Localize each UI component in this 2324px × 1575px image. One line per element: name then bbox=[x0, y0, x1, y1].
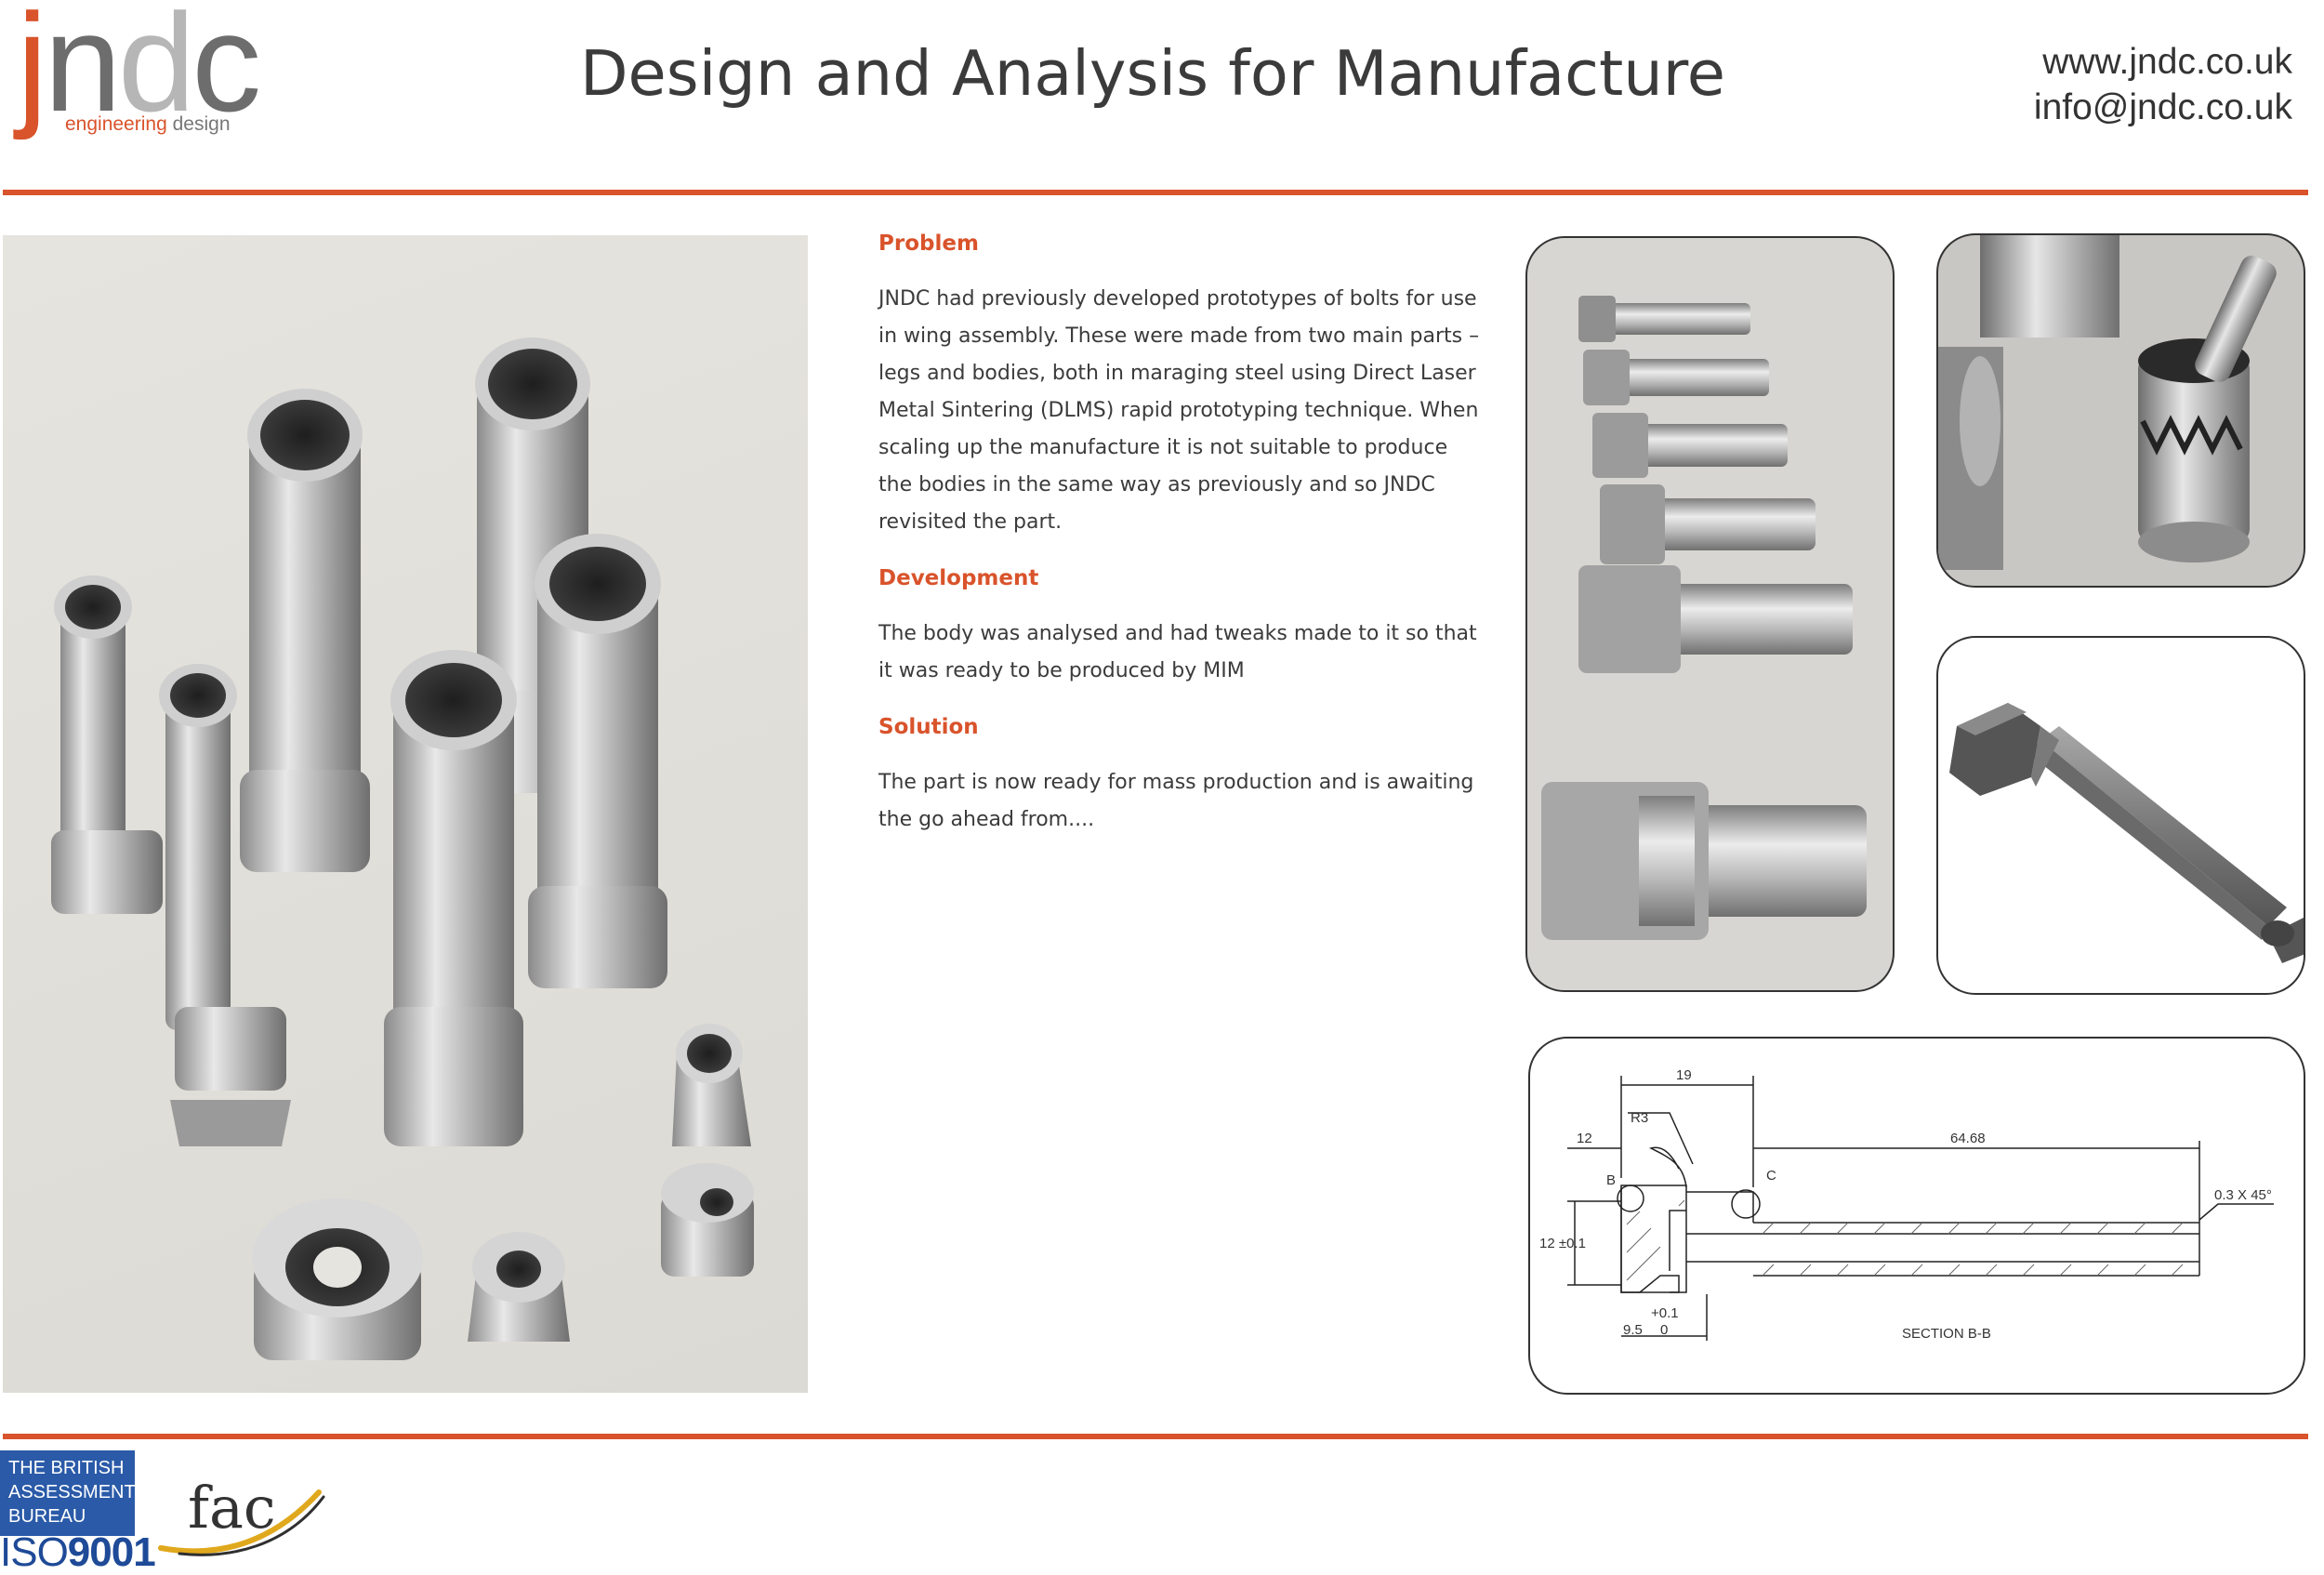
development-body: The body was analysed and had tweaks mad… bbox=[878, 622, 1477, 682]
website-link[interactable]: www.jndc.co.uk bbox=[2042, 42, 2292, 82]
label-section-c: C bbox=[1766, 1168, 1776, 1184]
dim-label-19: 19 bbox=[1676, 1067, 1692, 1083]
bolt-body-4 bbox=[384, 650, 523, 1146]
problem-heading: Problem bbox=[878, 232, 979, 256]
email-link[interactable]: info@jndc.co.uk bbox=[2033, 87, 2292, 127]
bolt-leg-2 bbox=[159, 664, 291, 1146]
header-divider bbox=[3, 190, 2308, 195]
logo-tag-design: design bbox=[172, 113, 231, 135]
dim-label-tol-zero: 0 bbox=[1660, 1322, 1668, 1338]
dim-label-12-tol: 12 ±0.1 bbox=[1539, 1236, 1586, 1251]
jndc-logo: jndc engineering design bbox=[17, 0, 314, 143]
dim-label-r3: R3 bbox=[1631, 1110, 1648, 1126]
drawing-head bbox=[1620, 1185, 1687, 1293]
dim-label-95: 9.5 bbox=[1623, 1322, 1643, 1338]
small-part-1 bbox=[672, 1024, 751, 1146]
main-photo-bolt-bodies bbox=[3, 235, 808, 1393]
chamfer-leader bbox=[2199, 1203, 2274, 1221]
section-label: SECTION B-B bbox=[1902, 1326, 1991, 1342]
cad-render-bolt-body bbox=[1936, 636, 2305, 995]
logo-letter-d: d bbox=[117, 0, 195, 140]
bolt-body-1 bbox=[240, 389, 370, 872]
section-drawing: 19 R3 12 64.68 B C 0.3 X 45° 12 ±0.1 +0.… bbox=[1539, 1067, 2274, 1342]
body-size-6 bbox=[1541, 782, 1867, 940]
contact-block: www.jndc.co.uk info@jndc.co.uk bbox=[2034, 39, 2292, 130]
cad-render-illustration bbox=[1949, 703, 2304, 963]
dim-label-chamfer: 0.3 X 45° bbox=[2214, 1187, 2272, 1203]
problem-body: JNDC had previously developed prototypes… bbox=[878, 287, 1480, 534]
bolt-body-sizes-illustration bbox=[1541, 296, 1867, 940]
body-size-5 bbox=[1578, 565, 1853, 673]
footer-divider bbox=[3, 1434, 2308, 1439]
logo-tagline: engineering design bbox=[65, 113, 231, 136]
detail-circle-c bbox=[1731, 1189, 1761, 1219]
logo-letter-n: n bbox=[44, 0, 121, 140]
body-size-4 bbox=[1600, 484, 1816, 564]
fac-logo: fac bbox=[156, 1474, 333, 1557]
body-size-2 bbox=[1583, 350, 1769, 405]
dim-label-12: 12 bbox=[1577, 1131, 1592, 1146]
label-section-b: B bbox=[1606, 1172, 1616, 1188]
detail-circle-b bbox=[1617, 1185, 1644, 1212]
iso-badge-box: THE BRITISH ASSESSMENT BUREAU bbox=[0, 1450, 136, 1536]
bolt-bodies-photo-illustration bbox=[51, 338, 754, 1360]
fac-swoosh-icon bbox=[158, 1489, 325, 1556]
body-closeup-illustration bbox=[1938, 235, 2277, 570]
solution-body: The part is now ready for mass productio… bbox=[878, 771, 1474, 831]
iso-9001-badge: THE BRITISH ASSESSMENT BUREAU ISO9001 bbox=[0, 1450, 156, 1573]
iso-prefix: ISO bbox=[0, 1529, 69, 1575]
fac-logo-text: fac bbox=[188, 1474, 276, 1542]
body-size-3 bbox=[1592, 413, 1788, 478]
logo-letter-c: c bbox=[191, 0, 261, 140]
iso-number-value: 9001 bbox=[67, 1529, 156, 1575]
dim-label-6468: 64.68 bbox=[1950, 1131, 1986, 1146]
iso-number: ISO9001 bbox=[0, 1529, 156, 1575]
dim-label-tol-plus: +0.1 bbox=[1651, 1305, 1679, 1321]
text-column: Problem JNDC had previously developed pr… bbox=[878, 227, 1483, 859]
photo-body-closeup bbox=[1936, 233, 2305, 588]
development-heading: Development bbox=[878, 566, 1039, 590]
drawing-radius bbox=[1648, 1146, 1687, 1188]
logo-letters: jndc bbox=[17, 0, 261, 132]
drawing-bore bbox=[1669, 1210, 1686, 1271]
logo-tag-engineering: engineering bbox=[65, 113, 167, 135]
logo-letter-j: j bbox=[17, 0, 47, 140]
iso-badge-text: THE BRITISH ASSESSMENT BUREAU bbox=[8, 1458, 136, 1527]
small-part-4 bbox=[252, 1198, 423, 1360]
photo-bolt-body-sizes bbox=[1525, 236, 1895, 992]
small-part-2 bbox=[661, 1163, 754, 1277]
page-title: Design and Analysis for Manufacture bbox=[579, 37, 1726, 110]
solution-heading: Solution bbox=[878, 715, 979, 739]
small-part-3 bbox=[468, 1232, 570, 1342]
technical-drawing-section: 19 R3 12 64.68 B C 0.3 X 45° 12 ±0.1 +0.… bbox=[1528, 1037, 2305, 1395]
r3-leader bbox=[1628, 1112, 1694, 1165]
bolt-leg-1 bbox=[51, 576, 163, 914]
bolt-body-3 bbox=[528, 534, 667, 988]
body-size-1 bbox=[1578, 296, 1750, 342]
